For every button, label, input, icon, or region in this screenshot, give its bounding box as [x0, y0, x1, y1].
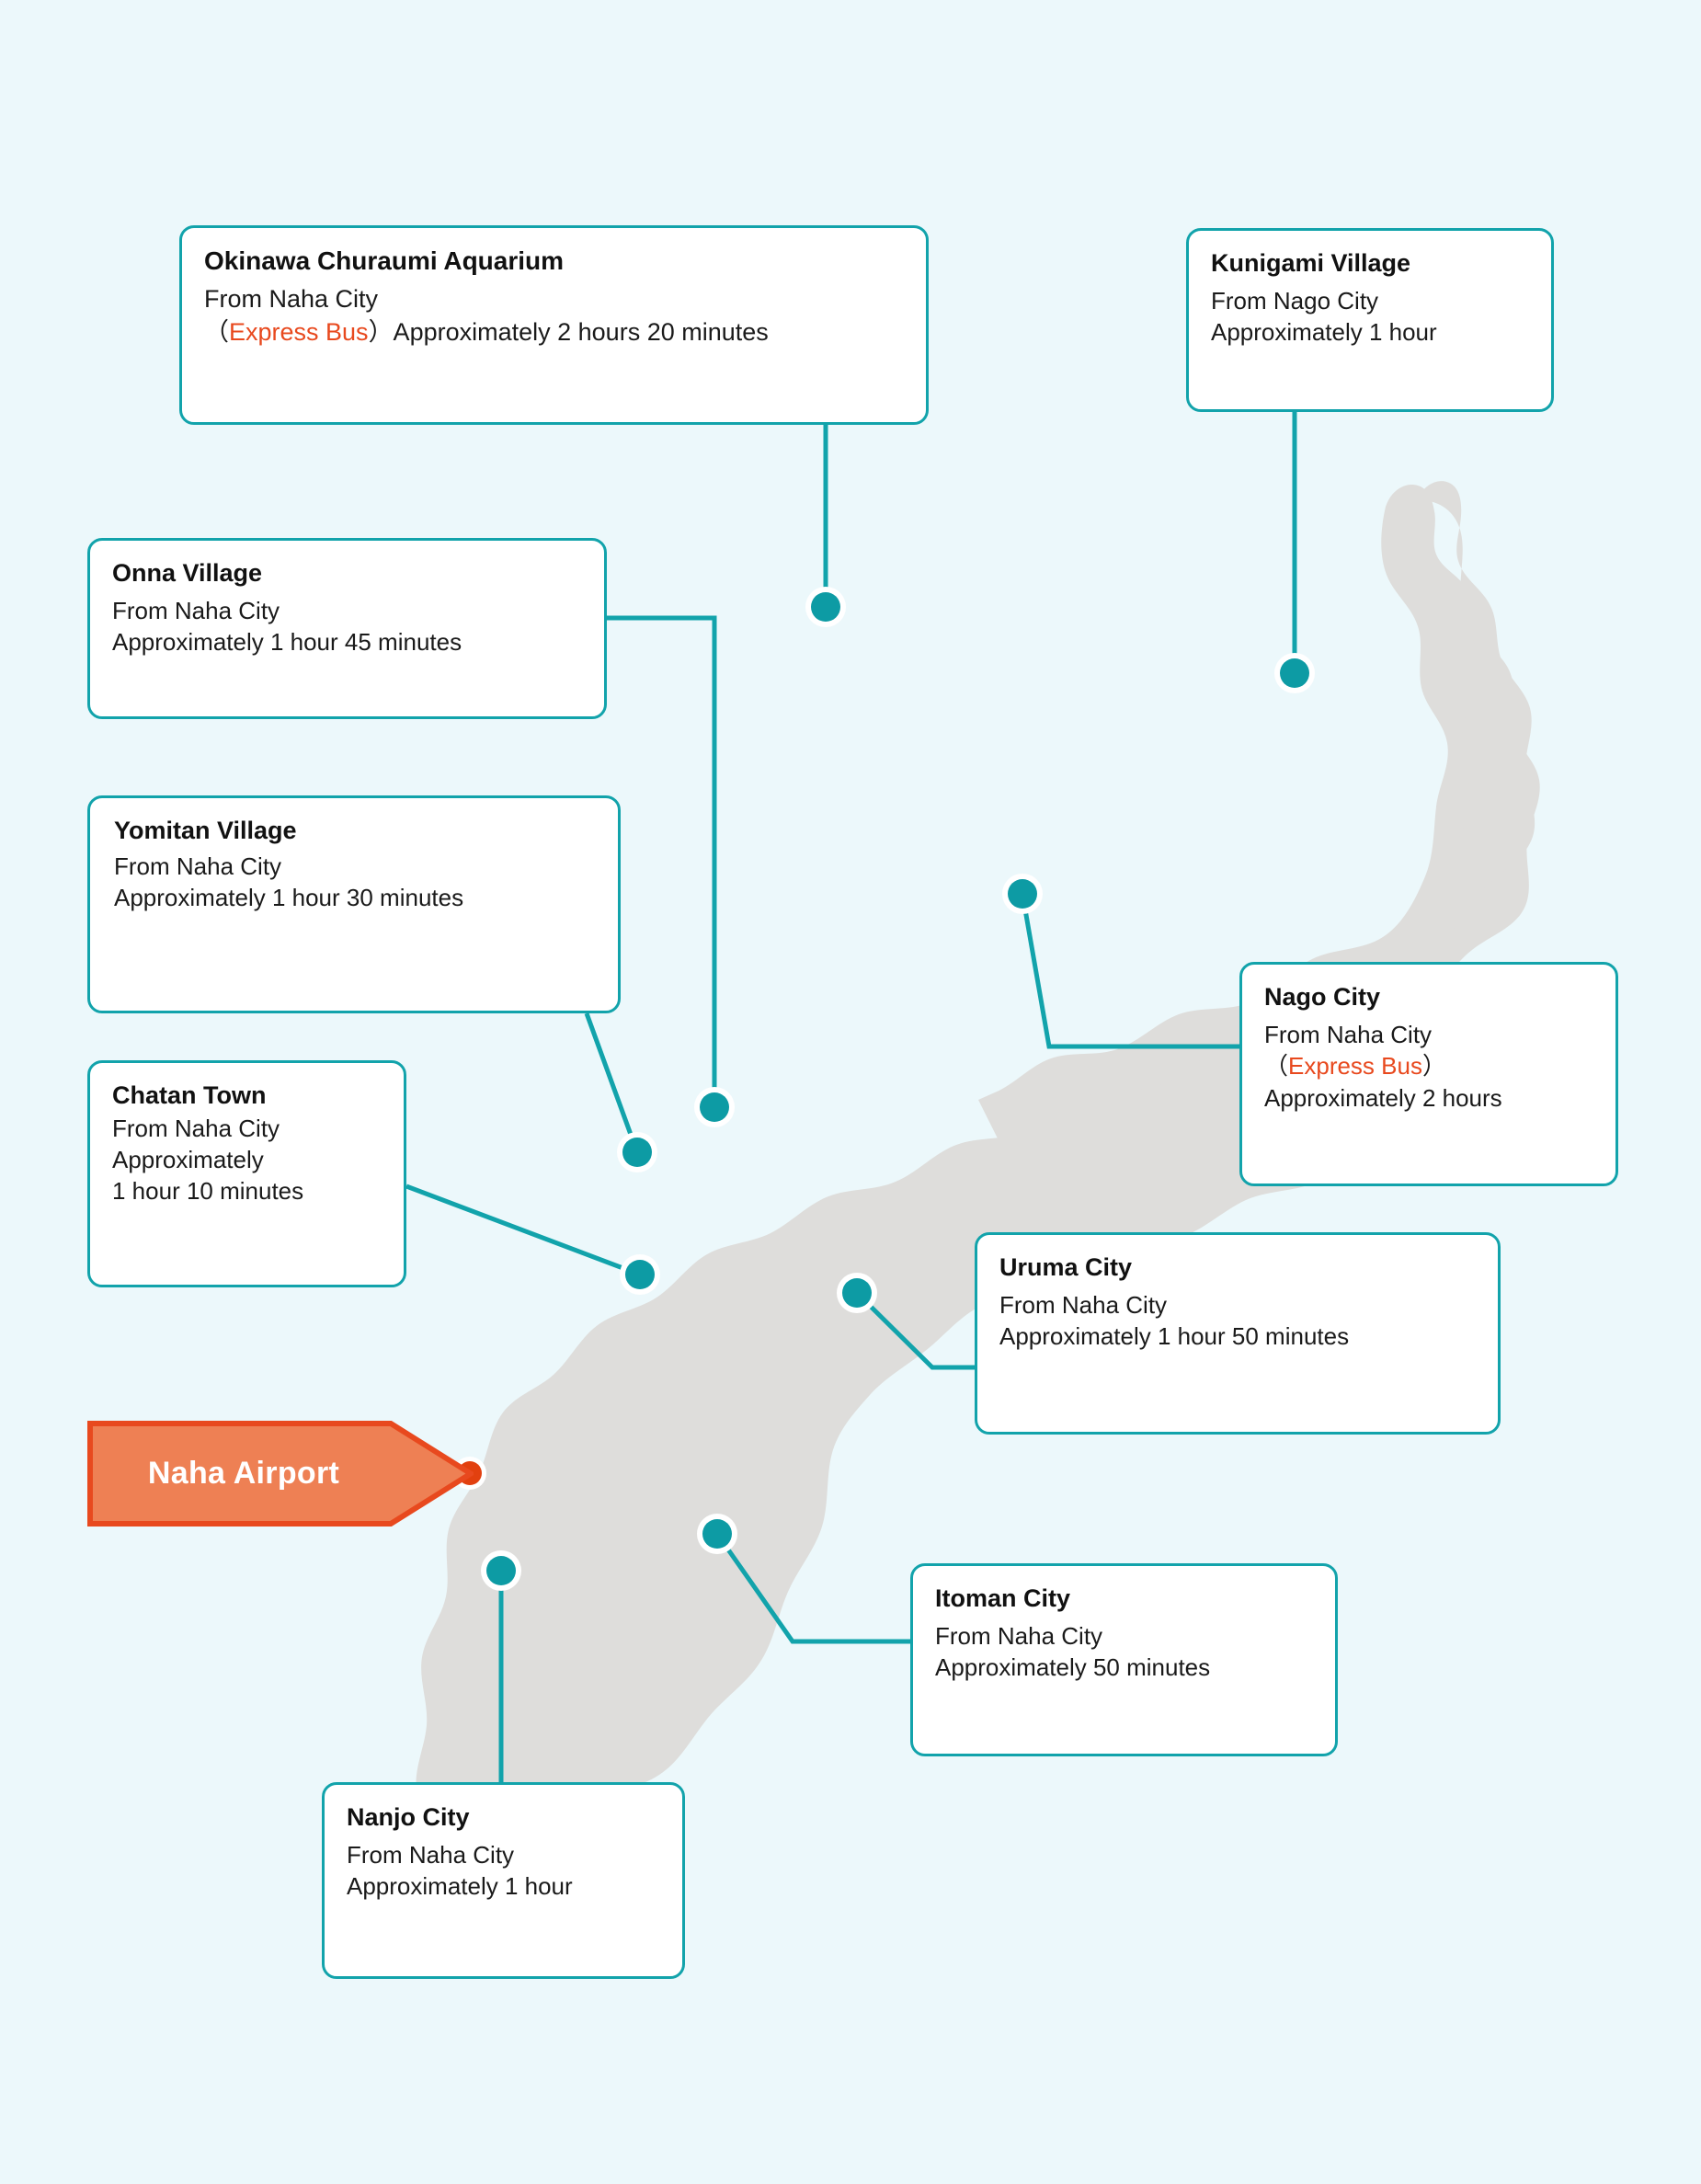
- marker-chatan[interactable]: [620, 1254, 660, 1295]
- paren-close-nago: ）: [1421, 1052, 1446, 1081]
- marker-churaumi[interactable]: [805, 587, 846, 627]
- marker-onna[interactable]: [694, 1087, 735, 1127]
- paren-open-nago: （: [1264, 1052, 1289, 1081]
- card-duration-kunigami: Approximately 1 hour: [1211, 318, 1437, 347]
- card-duration-nago: Approximately 2 hours: [1264, 1083, 1502, 1112]
- connector-uruma: [855, 1291, 975, 1370]
- card-origin-chatan: From Naha City: [112, 1115, 280, 1143]
- card-duration-churaumi: （Express Bus）Approximately 2 hours 20 mi…: [204, 316, 904, 349]
- marker-kunigami[interactable]: [1274, 653, 1315, 693]
- card-origin-kunigami: From Nago City: [1211, 287, 1379, 315]
- card-duration-uruma: Approximately 1 hour 50 minutes: [999, 1322, 1350, 1351]
- card-duration-onna: Approximately 1 hour 45 minutes: [112, 628, 462, 657]
- express-bus-tag-nago: Express Bus: [1288, 1052, 1422, 1081]
- info-card-uruma[interactable]: Uruma City From Naha City Approximately …: [975, 1232, 1501, 1435]
- island-artwork: [416, 481, 1535, 1843]
- info-card-yomitan[interactable]: Yomitan Village From Naha City Approxima…: [87, 795, 621, 1013]
- connector-itoman: [714, 1532, 910, 1644]
- card-duration-nanjo: Approximately 1 hour: [347, 1872, 573, 1901]
- card-origin-yomitan: From Naha City: [114, 852, 282, 881]
- card-title-yomitan: Yomitan Village: [114, 817, 297, 844]
- info-card-itoman[interactable]: Itoman City From Naha City Approximately…: [910, 1563, 1338, 1756]
- card-origin-nago: From Naha City: [1264, 1021, 1433, 1049]
- card-title-nago: Nago City: [1264, 983, 1381, 1011]
- card-title-kunigami: Kunigami Village: [1211, 249, 1411, 277]
- card-duration-chatan-line2: 1 hour 10 minutes: [112, 1176, 304, 1205]
- info-card-churaumi[interactable]: Okinawa Churaumi Aquarium From Naha City…: [179, 225, 929, 425]
- card-origin-onna: From Naha City: [112, 597, 280, 625]
- info-card-kunigami[interactable]: Kunigami Village From Nago City Approxim…: [1186, 228, 1554, 412]
- paren-open-churaumi: （: [204, 318, 229, 347]
- connector-onna: [607, 615, 717, 1107]
- card-origin-itoman: From Naha City: [935, 1622, 1103, 1651]
- info-card-chatan[interactable]: Chatan Town From Naha City Approximately…: [87, 1060, 406, 1287]
- card-duration-yomitan: Approximately 1 hour 30 minutes: [114, 884, 464, 912]
- card-title-churaumi: Okinawa Churaumi Aquarium: [204, 246, 565, 275]
- card-duration-itoman: Approximately 50 minutes: [935, 1653, 1211, 1682]
- connector-lines: [405, 412, 1297, 1782]
- marker-uruma[interactable]: [837, 1273, 877, 1313]
- card-origin-churaumi: From Naha City: [204, 285, 379, 314]
- card-origin-nanjo: From Naha City: [347, 1841, 515, 1870]
- card-title-nanjo: Nanjo City: [347, 1803, 470, 1831]
- card-title-chatan: Chatan Town: [112, 1081, 267, 1109]
- marker-nanjo[interactable]: [481, 1550, 521, 1591]
- card-origin-uruma: From Naha City: [999, 1291, 1168, 1320]
- connector-yomitan: [584, 1012, 640, 1153]
- info-card-nago[interactable]: Nago City From Naha City （Express Bus） A…: [1239, 962, 1618, 1186]
- card-mode-nago: （Express Bus）: [1264, 1050, 1593, 1081]
- duration-text-churaumi: ）Approximately 2 hours 20 minutes: [368, 318, 769, 347]
- info-card-onna[interactable]: Onna Village From Naha City Approximatel…: [87, 538, 607, 719]
- card-title-onna: Onna Village: [112, 559, 263, 587]
- marker-yomitan[interactable]: [617, 1132, 657, 1172]
- connector-nago: [1020, 893, 1239, 1049]
- card-duration-chatan-line1: Approximately: [112, 1145, 264, 1173]
- card-title-itoman: Itoman City: [935, 1584, 1071, 1612]
- destination-markers: [453, 587, 1315, 1591]
- marker-itoman[interactable]: [697, 1514, 737, 1554]
- marker-nago[interactable]: [1002, 874, 1043, 914]
- express-bus-tag-churaumi: Express Bus: [229, 318, 369, 347]
- naha-airport-banner[interactable]: Naha Airport: [87, 1421, 476, 1527]
- connector-chatan: [405, 1183, 641, 1277]
- naha-airport-arrow-shape: [87, 1421, 476, 1527]
- info-card-nanjo[interactable]: Nanjo City From Naha City Approximately …: [322, 1782, 685, 1979]
- card-title-uruma: Uruma City: [999, 1253, 1133, 1281]
